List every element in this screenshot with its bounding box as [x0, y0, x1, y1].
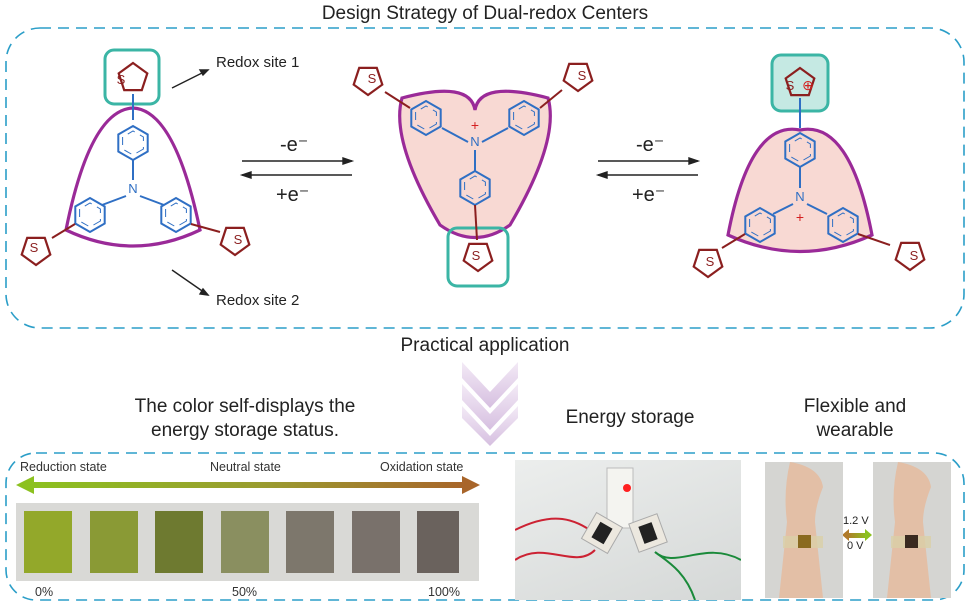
top-frame [5, 27, 965, 329]
phenyl-inner-bond [415, 105, 437, 131]
redox-site-highlight [446, 226, 510, 288]
thiophene-ring [352, 66, 384, 97]
thiophene-ring [562, 62, 594, 93]
percent-0: 0% [35, 585, 54, 599]
sulfur-label: S [472, 248, 481, 263]
voltage-arrow [842, 529, 872, 541]
bond [481, 127, 509, 143]
oxidation-label-1: -e⁻ [280, 134, 309, 156]
percent-100: 100% [428, 585, 460, 599]
bond [190, 223, 221, 233]
phenyl-inner-bond [122, 130, 144, 156]
thiophene-cation-label: ⊕ [802, 77, 814, 93]
color-swatch [286, 511, 334, 573]
bond [772, 203, 794, 215]
state-arrow [16, 476, 480, 494]
phenyl-ring [827, 206, 859, 244]
color-swatch [155, 511, 203, 573]
bond [51, 223, 76, 239]
practical-title: Practical application [400, 335, 570, 356]
phenyl-inner-bond [165, 202, 187, 228]
nitrogen-label: N [128, 181, 137, 196]
energy-storage-heading: Energy storage [565, 407, 695, 428]
phenyl-ring [160, 196, 192, 234]
flexible-heading: Flexible and wearable [770, 395, 940, 443]
radical-cation-label: + [471, 117, 479, 133]
bond [441, 127, 469, 143]
sulfur-label: S [706, 254, 715, 269]
arm-illustration [779, 462, 823, 598]
thiophene-ring [20, 236, 52, 267]
phenyl-inner-bond [832, 212, 854, 238]
heading-line: The color self-displays the [134, 396, 356, 417]
phenyl-ring [508, 99, 540, 137]
bond [474, 204, 478, 241]
redox-triangle [726, 127, 874, 254]
phenyl-ring [744, 206, 776, 244]
percent-50: 50% [232, 585, 258, 599]
color-strip-photo [16, 503, 479, 581]
chevron-arrow-icon [462, 362, 518, 446]
sulfur-label: S [786, 78, 795, 93]
thiophene-ring [462, 242, 494, 273]
color-swatch [220, 511, 269, 573]
arm-illustration [887, 462, 931, 598]
circuit-illustration [515, 467, 741, 600]
phenyl-inner-bond [464, 175, 486, 201]
color-swatch [89, 511, 138, 573]
heading-line: Flexible and [803, 396, 907, 417]
oxidation-state-label: Oxidation state [380, 460, 464, 474]
phenyl-inner-bond [789, 137, 811, 163]
sulfur-label: S [30, 240, 39, 255]
heading-line: energy storage status. [151, 420, 339, 441]
radical-cation-label: + [796, 209, 804, 225]
redox-site-1-label: Redox site 1 [216, 54, 300, 71]
voltage-low-label: 0 V [847, 540, 864, 552]
thiophene-ring [784, 66, 816, 97]
energy-storage-photo [515, 460, 741, 600]
phenyl-inner-bond [749, 212, 771, 238]
sulfur-label: S [578, 68, 587, 83]
thiophene-ring [894, 241, 926, 272]
bond [101, 195, 127, 206]
nitrogen-label: N [470, 134, 479, 149]
color-display-heading: The color self-displays the energy stora… [95, 395, 395, 443]
phenyl-ring [410, 99, 442, 137]
heading-line: wearable [816, 420, 894, 441]
thiophene-ring [117, 61, 149, 92]
color-swatch [24, 511, 72, 573]
redox-site-2-label: Redox site 2 [216, 292, 300, 309]
redox-triangle [64, 106, 202, 248]
phenyl-inner-bond [513, 105, 535, 131]
bond [139, 195, 165, 206]
thiophene-ring [219, 226, 251, 257]
oxidation-label-2: -e⁻ [636, 134, 665, 156]
sulfur-label: S [910, 248, 919, 263]
voltage-high-label: 1.2 V [843, 515, 869, 527]
bond [806, 203, 828, 215]
reduction-label-2: +e⁻ [632, 184, 666, 206]
neutral-state-label: Neutral state [210, 460, 281, 474]
sulfur-label: S [234, 232, 243, 247]
sulfur-label: S [368, 71, 377, 86]
wrist-photo-discharged [873, 462, 951, 598]
phenyl-inner-bond [79, 202, 101, 228]
bond [539, 89, 563, 109]
wrist-photo-charged [765, 462, 843, 598]
color-swatch [417, 511, 459, 573]
sulfur-label: S [117, 72, 126, 87]
thiophene-ring [692, 248, 724, 279]
nitrogen-label: N [795, 189, 804, 204]
reaction-arrows [171, 69, 701, 296]
bond [384, 91, 411, 109]
phenyl-ring [74, 196, 106, 234]
reduction-label-1: +e⁻ [276, 184, 310, 206]
reduction-state-label: Reduction state [20, 460, 107, 474]
figure-title: Design Strategy of Dual-redox Centers [321, 3, 649, 24]
color-swatch [351, 511, 400, 573]
bond [721, 233, 746, 249]
bond [857, 233, 891, 246]
